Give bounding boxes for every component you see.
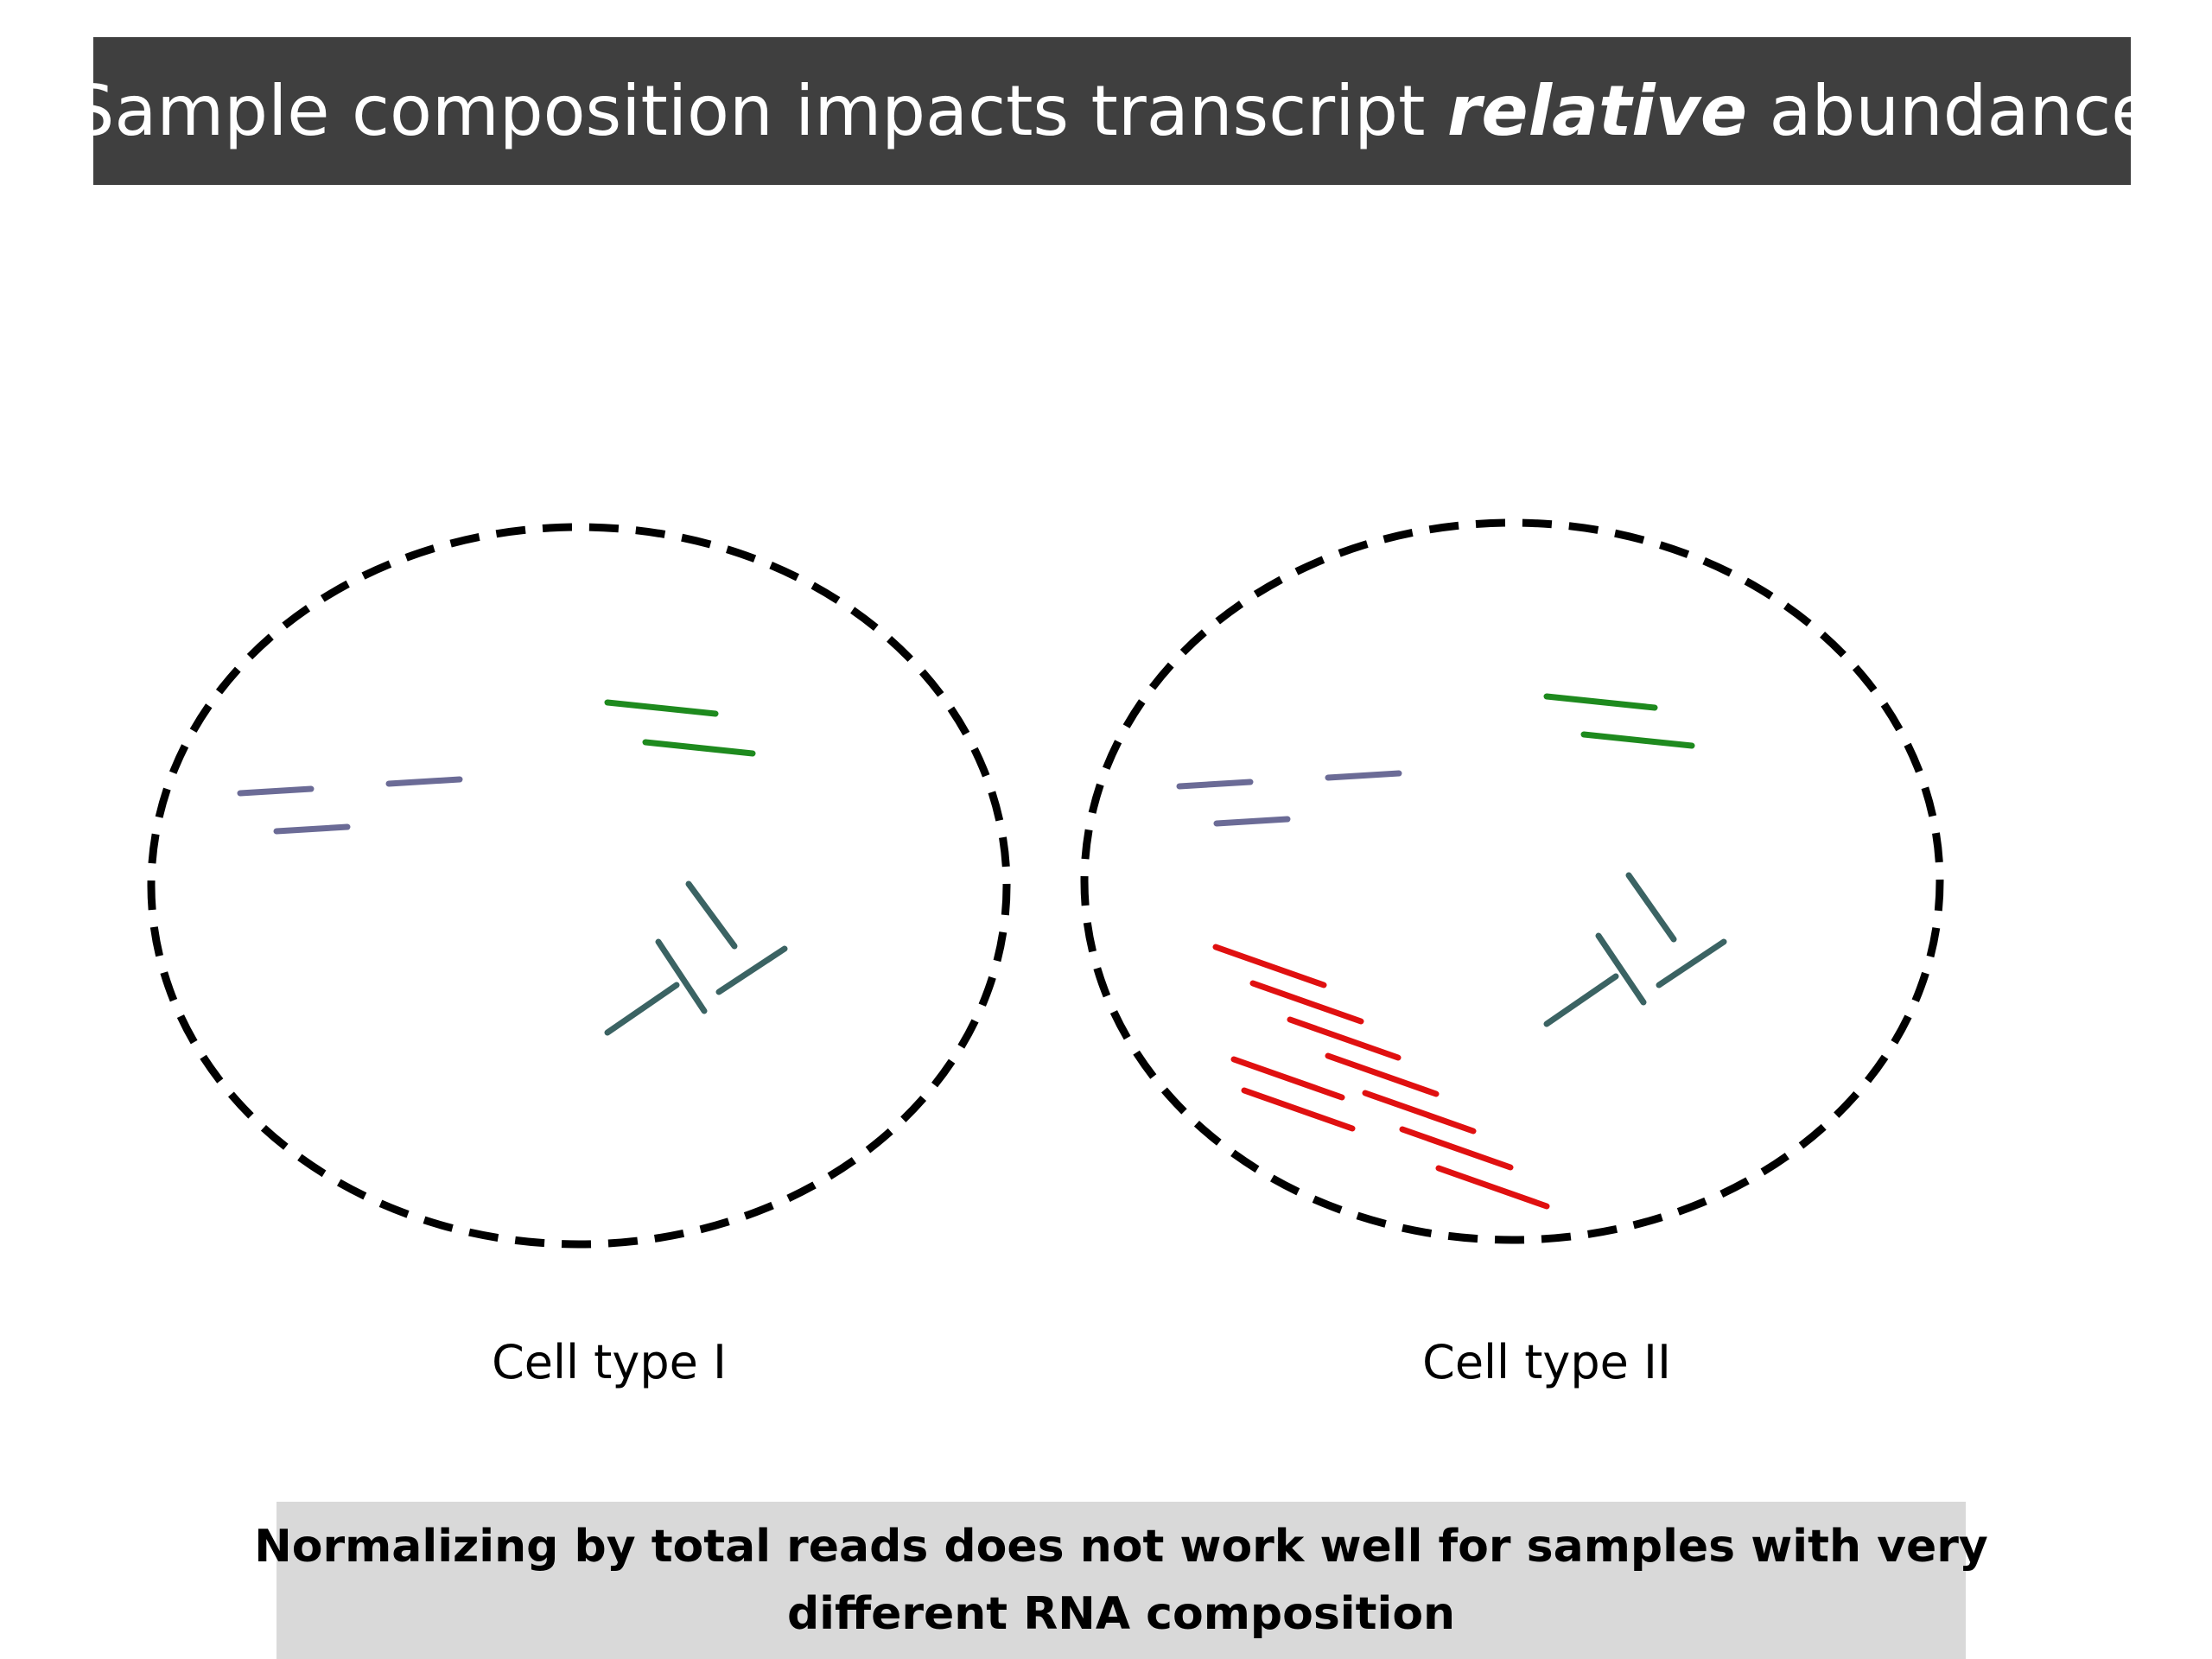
transcript-purple: [385, 776, 463, 787]
transcript-teal: [1656, 938, 1727, 988]
transcript-teal: [715, 945, 788, 995]
title-text-end: abundance: [1769, 71, 2154, 151]
title-text-emphasis: relative: [1446, 71, 1748, 151]
transcript-green: [604, 699, 719, 717]
green-transcripts: [604, 699, 756, 757]
transcript-red: [1399, 1126, 1514, 1171]
transcript-teal: [685, 880, 738, 950]
transcript-red: [1435, 1165, 1550, 1210]
cell-type-2-group: [1080, 518, 1944, 1244]
transcript-green: [1543, 693, 1658, 711]
cell-type-1-label: Cell type I: [492, 1335, 727, 1389]
transcript-red: [1362, 1090, 1477, 1135]
title-text-start: Sample composition impacts transcript: [70, 71, 1447, 151]
transcript-teal: [1625, 872, 1677, 943]
note-line-1: Normalizing by total reads does not work…: [254, 1521, 1988, 1573]
title-bar: Sample composition impacts transcript re…: [71, 37, 2153, 185]
cell-type-1-group: [147, 523, 1011, 1249]
transcript-red: [1230, 1056, 1345, 1101]
green-transcripts: [1543, 693, 1695, 749]
transcript-green: [642, 739, 756, 757]
slide-title: Sample composition impacts transcript re…: [71, 71, 2154, 151]
purple-transcripts: [237, 776, 463, 835]
transcript-teal: [1543, 973, 1619, 1027]
purple-transcripts: [1176, 770, 1402, 827]
teal-transcripts: [604, 880, 788, 1036]
transcript-red: [1249, 980, 1364, 1025]
transcript-green: [1580, 731, 1695, 749]
transcript-red: [1212, 944, 1327, 988]
cell-type-2-label: Cell type II: [1422, 1335, 1671, 1389]
red-transcripts: [1212, 944, 1550, 1210]
transcript-purple: [1176, 779, 1254, 790]
transcript-red: [1241, 1087, 1356, 1132]
transcript-teal: [604, 982, 680, 1036]
transcript-red: [1325, 1052, 1440, 1097]
transcript-purple: [1325, 770, 1402, 781]
note-box: Normalizing by total reads does not work…: [254, 1502, 1988, 1659]
cell-type-1-membrane: [147, 523, 1011, 1249]
transcript-red: [1287, 1016, 1402, 1061]
teal-transcripts: [1543, 872, 1727, 1027]
transcript-purple: [273, 823, 351, 835]
cell-type-2-membrane: [1080, 518, 1944, 1244]
transcript-purple: [237, 785, 315, 797]
transcript-purple: [1213, 816, 1291, 827]
transcript-teal: [1595, 932, 1647, 1006]
note-line-2: different RNA composition: [786, 1588, 1456, 1640]
transcript-teal: [655, 938, 708, 1014]
